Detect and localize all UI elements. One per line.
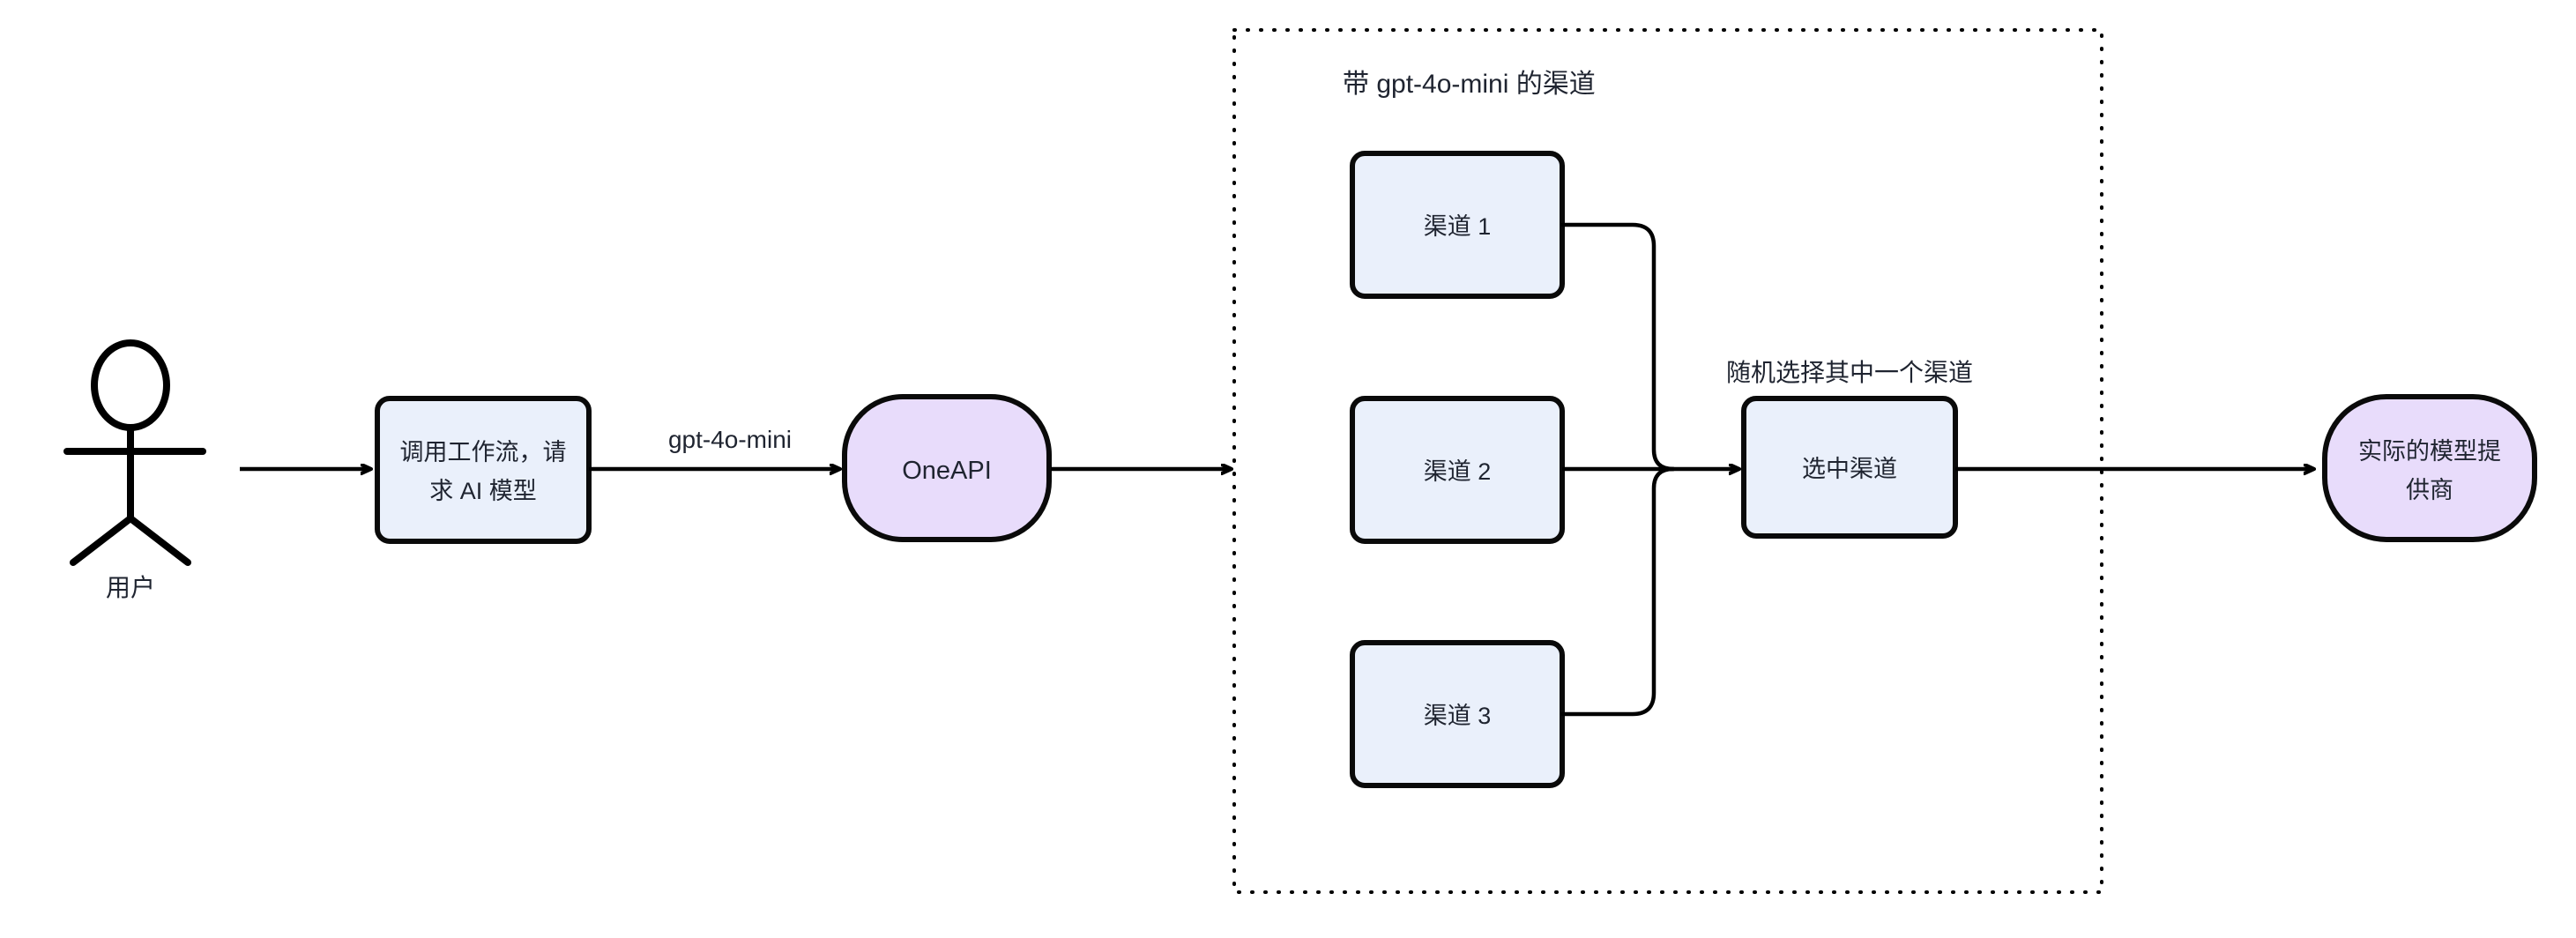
edge-channel-3-to-merge xyxy=(1560,466,1676,717)
workflow-request-label-line1: 调用工作流，请 xyxy=(400,439,567,465)
workflow-request-label-line2: 求 AI 模型 xyxy=(429,478,537,504)
node-selected-channel[interactable]: 选中渠道 xyxy=(1741,396,1958,539)
edge-label-gpt-4o-mini: gpt-4o-mini xyxy=(668,426,792,453)
actor-head-icon xyxy=(91,339,170,431)
actor-left-leg-line xyxy=(70,515,134,566)
node-channel-3[interactable]: 渠道 3 xyxy=(1350,640,1565,788)
selected-channel-label: 选中渠道 xyxy=(1802,456,1897,482)
workflow-request-box[interactable] xyxy=(375,396,592,544)
actor-right-leg-line xyxy=(127,515,191,566)
node-model-provider[interactable]: 实际的模型提 供商 xyxy=(2322,394,2537,542)
channel-group-container xyxy=(1232,28,2103,894)
channel-2-label: 渠道 2 xyxy=(1424,458,1492,485)
node-channel-2[interactable]: 渠道 2 xyxy=(1350,396,1565,544)
model-provider-box[interactable] xyxy=(2322,394,2537,542)
oneapi-box[interactable] xyxy=(842,394,1052,542)
node-workflow-request[interactable]: 调用工作流，请 求 AI 模型 xyxy=(375,396,592,544)
edge-label-random-selection: 随机选择其中一个渠道 xyxy=(1726,359,1973,386)
channel-1-label: 渠道 1 xyxy=(1424,213,1492,240)
model-provider-label-line2: 供商 xyxy=(2406,477,2453,503)
model-provider-label-line1: 实际的模型提 xyxy=(2358,438,2501,465)
node-channel-1[interactable]: 渠道 1 xyxy=(1350,151,1565,299)
stick-figure-actor xyxy=(63,339,206,566)
channel-3-label: 渠道 3 xyxy=(1424,703,1492,729)
node-oneapi[interactable]: OneAPI xyxy=(842,394,1052,542)
actor-label: 用户 xyxy=(106,574,155,601)
oneapi-label: OneAPI xyxy=(902,457,992,485)
channel-group-title: 带 gpt-4o-mini 的渠道 xyxy=(1343,70,1596,99)
edge-channel-1-to-merge xyxy=(1560,222,1676,472)
